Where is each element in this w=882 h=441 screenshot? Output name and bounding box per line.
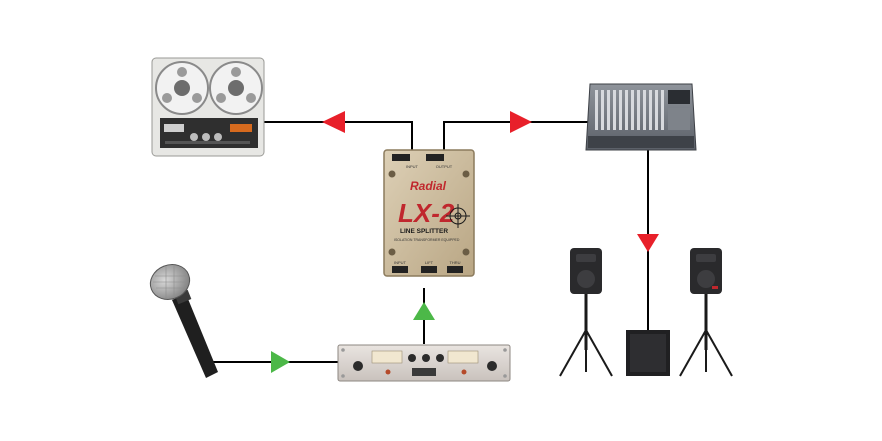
arrow-to-preamp xyxy=(271,351,290,373)
microphone-icon xyxy=(149,264,218,378)
reel-to-reel-recorder-icon xyxy=(151,57,265,157)
splitter-subtitle: LINE SPLITTER xyxy=(400,228,448,235)
splitter-bottom-label-3: THRU xyxy=(449,260,460,265)
arrow-to-mixer xyxy=(510,111,532,133)
rack-preamp-icon xyxy=(337,344,511,382)
splitter-top-right-label: OUTPUT xyxy=(436,164,453,169)
splitter-tagline: ISOLATION TRANSFORMER EQUIPPED xyxy=(394,238,460,242)
splitter-bottom-label-2: LIFT xyxy=(425,260,434,265)
mixing-console-icon xyxy=(585,83,697,151)
splitter-brand: Radial xyxy=(410,179,447,193)
arrow-to-splitter xyxy=(413,302,435,320)
arrow-to-recorder xyxy=(322,111,345,133)
arrow-to-speakers xyxy=(637,234,659,252)
splitter-top-left-label: INPUT xyxy=(406,164,419,169)
crosshair-logo-icon xyxy=(446,204,470,228)
wire-splitter-to-recorder xyxy=(262,121,413,150)
splitter-bottom-label-1: INPUT xyxy=(394,260,407,265)
lx2-splitter-box: INPUT OUTPUT Radial LX-2 LINE SPLITTER I… xyxy=(383,149,475,277)
pa-speakers-icon xyxy=(559,248,733,377)
wire-splitter-to-mixer xyxy=(443,121,590,150)
splitter-model: LX-2 xyxy=(398,198,455,228)
